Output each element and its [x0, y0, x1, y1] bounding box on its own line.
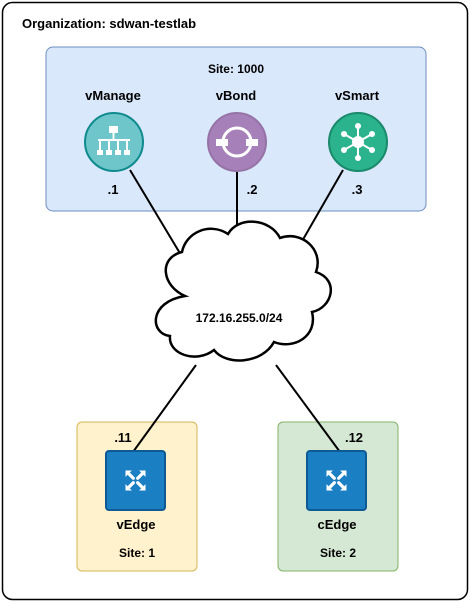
node-name-vsmart: vSmart [335, 88, 380, 103]
site-label-cedge: Site: 2 [320, 546, 356, 560]
cedge-router-box [306, 450, 367, 511]
node-vsmart: vSmart .3 [328, 88, 388, 197]
central-site-label: Site: 1000 [208, 62, 264, 76]
link-vedge [132, 364, 197, 453]
node-name-vbond: vBond [216, 88, 257, 103]
vbond-circle [207, 112, 267, 172]
node-vmanage: vManage .1 [84, 88, 144, 197]
node-cedge: .12 cEdge Site: 2 [306, 430, 367, 560]
cloud-icon [154, 220, 333, 362]
network-hierarchy-icon [97, 126, 130, 155]
node-name-vmanage: vManage [85, 88, 141, 103]
site-label-vedge: Site: 1 [119, 546, 155, 560]
node-vbond: vBond .2 [207, 88, 267, 197]
orchestrator-icon [216, 126, 258, 158]
node-addr-vmanage: .1 [108, 182, 119, 197]
node-addr-vedge: .11 [114, 430, 131, 445]
node-vedge: .11 vEdge Site: 1 [105, 430, 166, 560]
cloud-subnet-label: 172.16.255.0/24 [196, 311, 283, 325]
vmanage-circle [84, 112, 144, 172]
node-addr-vsmart: .3 [352, 182, 363, 197]
hub-spoke-icon [341, 123, 375, 161]
vedge-router-box [105, 450, 166, 511]
node-addr-vbond: .2 [247, 182, 258, 197]
cloud-network: 172.16.255.0/24 [154, 220, 333, 362]
organization-label: Organization: sdwan-testlab [22, 16, 196, 31]
link-cedge [275, 364, 341, 453]
node-addr-cedge: .12 [345, 430, 363, 445]
node-name-cedge: cEdge [317, 517, 356, 532]
node-name-vedge: vEdge [116, 517, 155, 532]
